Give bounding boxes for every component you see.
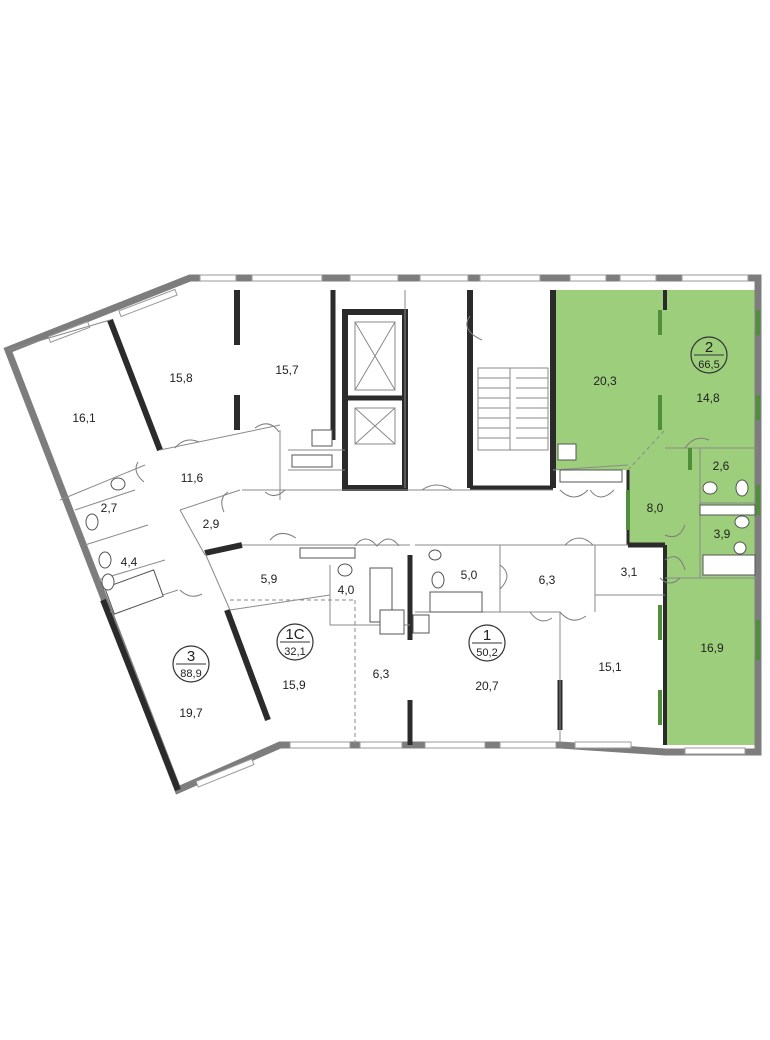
- toilet: [431, 571, 445, 589]
- apartment-badge-1c[interactable]: 1С 32,1: [276, 623, 314, 661]
- toilet: [85, 513, 99, 531]
- toilet: [735, 479, 749, 497]
- apartment-badge-3[interactable]: 3 88,9: [172, 645, 210, 683]
- counter: [559, 469, 623, 483]
- toilet: [734, 515, 750, 529]
- sink: [311, 429, 333, 447]
- doors: [135, 315, 710, 622]
- interior-walls: [100, 290, 667, 792]
- room-label: 2,7: [101, 501, 118, 515]
- room-label: 16,1: [72, 411, 96, 425]
- toilet: [98, 551, 112, 569]
- partition-walls: [7, 290, 758, 745]
- room-label: 15,7: [275, 363, 299, 377]
- room-label: 3,9: [714, 527, 731, 541]
- bathtub: [104, 569, 164, 615]
- apartment-2-walls: [626, 310, 760, 725]
- room-label: 20,7: [475, 679, 499, 693]
- apartment-area: 50,2: [476, 647, 497, 659]
- apartment-area: 66,5: [698, 359, 719, 371]
- counter: [412, 614, 430, 634]
- room-label: 14,8: [696, 391, 720, 405]
- apartment-badge-2[interactable]: 2 66,5: [690, 336, 728, 374]
- room-label: 5,9: [261, 572, 278, 586]
- room-label: 16,9: [700, 641, 724, 655]
- toilet: [702, 481, 718, 495]
- apartment-area: 88,9: [180, 668, 201, 680]
- counter: [291, 454, 333, 468]
- toilet: [337, 563, 353, 577]
- apartment-number: 1: [483, 627, 491, 644]
- room-label: 19,7: [179, 706, 203, 720]
- room-label: 4,4: [121, 555, 138, 569]
- room-label: 8,0: [647, 501, 664, 515]
- room-label: 15,8: [169, 371, 193, 385]
- counter: [379, 609, 405, 635]
- room-label: 2,9: [203, 517, 220, 531]
- apartment-2-zone[interactable]: [553, 290, 758, 745]
- room-label: 6,3: [373, 667, 390, 681]
- room-label: 5,0: [461, 568, 478, 582]
- room-label: 15,1: [598, 660, 622, 674]
- bathtub: [429, 591, 483, 613]
- room-label: 2,6: [713, 459, 730, 473]
- toilet: [733, 541, 747, 555]
- counter: [699, 504, 756, 516]
- room-label: 6,3: [539, 573, 556, 587]
- room-label: 20,3: [593, 374, 617, 388]
- room-label: 15,9: [282, 678, 306, 692]
- room-labels: 16,1 15,8 15,7 11,6 2,7 2,9 4,4 19,7 5,9…: [72, 363, 730, 720]
- dashed-boundaries: [230, 429, 666, 745]
- counter: [299, 547, 356, 559]
- apartment-number: 1С: [285, 626, 304, 643]
- toilet: [428, 549, 442, 561]
- apartment-area: 32,1: [284, 646, 305, 658]
- staircase: [477, 367, 549, 451]
- room-label: 3,1: [621, 565, 638, 579]
- apartment-badge-1[interactable]: 1 50,2: [468, 624, 506, 662]
- apartment-number: 3: [187, 648, 195, 665]
- fixtures: [85, 429, 756, 635]
- room-label: 4,0: [338, 583, 355, 597]
- apartment-number: 2: [705, 339, 713, 356]
- bathtub: [702, 554, 756, 576]
- toilet: [101, 573, 115, 591]
- toilet: [110, 477, 126, 491]
- stair-core: [354, 321, 549, 451]
- sink: [557, 443, 577, 461]
- apartment-badges: 3 88,9 1С 32,1 1 50,2 2 66,5: [172, 336, 728, 683]
- room-label: 11,6: [181, 471, 204, 485]
